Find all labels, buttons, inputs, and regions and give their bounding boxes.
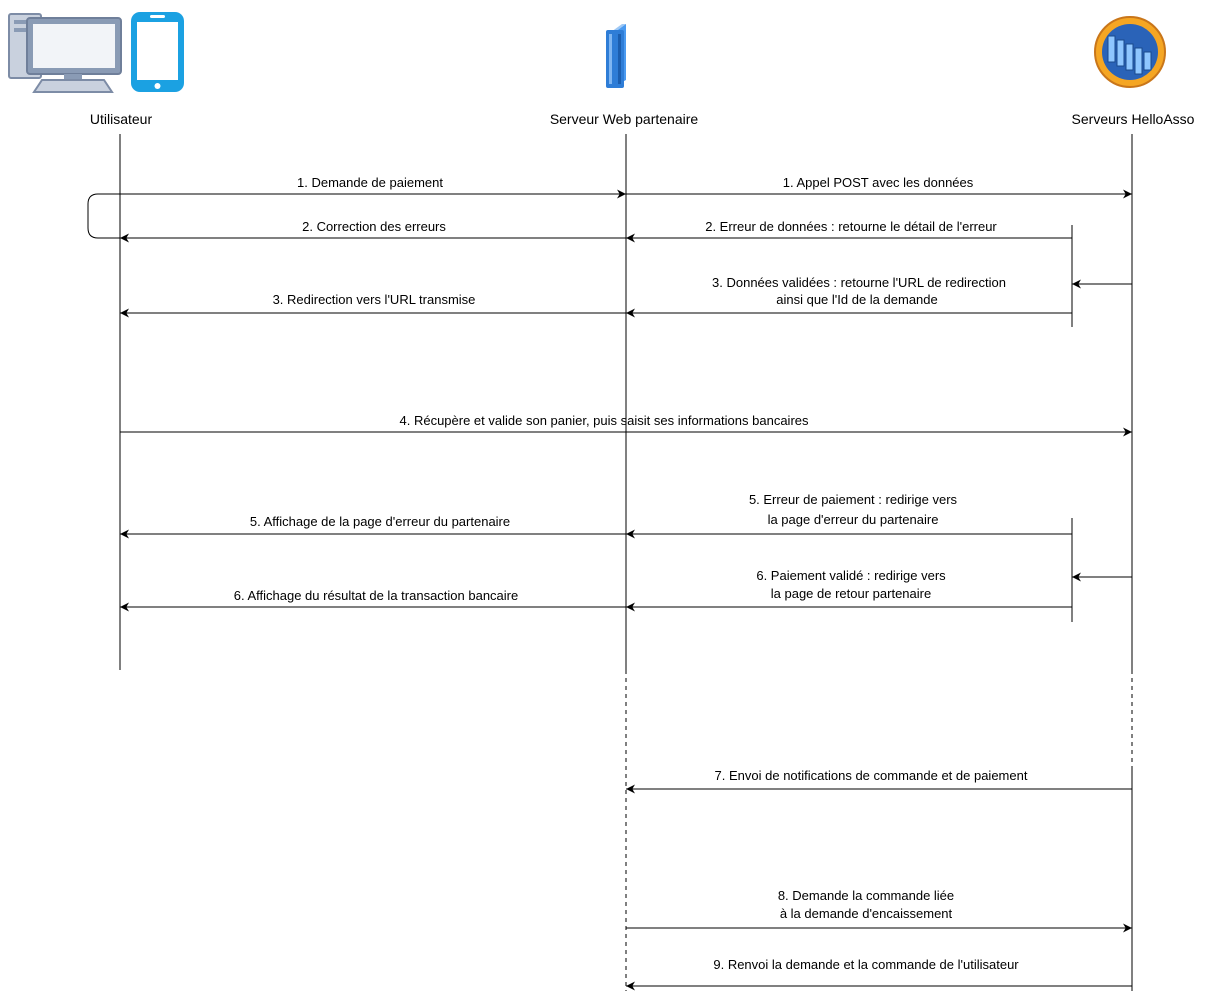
message-4-label: 4. Récupère et valide son panier, puis s… — [400, 413, 809, 428]
message-5b-label-line1: 5. Erreur de paiement : redirige vers — [749, 492, 958, 507]
message-3a-label: 3. Redirection vers l'URL transmise — [273, 292, 476, 307]
arrow-self-loop — [87, 193, 120, 239]
message-1b-label: 1. Appel POST avec les données — [783, 175, 974, 190]
message-1a-label: 1. Demande de paiement — [297, 175, 443, 190]
message-2b-label: 2. Erreur de données : retourne le détai… — [705, 219, 997, 234]
message-6b-label-line2: la page de retour partenaire — [771, 586, 931, 601]
message-7-label: 7. Envoi de notifications de commande et… — [715, 768, 1028, 783]
desktop-computer-icon — [8, 13, 122, 93]
message-6b-label-line1: 6. Paiement validé : redirige vers — [756, 568, 946, 583]
message-3b-label-line2: ainsi que l'Id de la demande — [776, 292, 937, 307]
participant-web-label: Serveur Web partenaire — [550, 111, 699, 127]
participant-hello-label: Serveurs HelloAsso — [1072, 111, 1195, 127]
message-5a-label: 5. Affichage de la page d'erreur du part… — [250, 514, 510, 529]
message-6a-label: 6. Affichage du résultat de la transacti… — [234, 588, 519, 603]
message-9-label: 9. Renvoi la demande et la commande de l… — [713, 957, 1019, 972]
smartphone-icon — [131, 12, 184, 92]
message-8-label-line1: 8. Demande la commande liée — [778, 888, 954, 903]
server-tower-icon — [606, 24, 626, 88]
message-5b-label-line2: la page d'erreur du partenaire — [768, 512, 939, 527]
message-3b-label-line1: 3. Données validées : retourne l'URL de … — [712, 275, 1006, 290]
server-cluster-icon — [1094, 16, 1166, 88]
message-8-label-line2: à la demande d'encaissement — [780, 906, 953, 921]
participant-user-label: Utilisateur — [90, 111, 153, 127]
message-2a-label: 2. Correction des erreurs — [302, 219, 446, 234]
